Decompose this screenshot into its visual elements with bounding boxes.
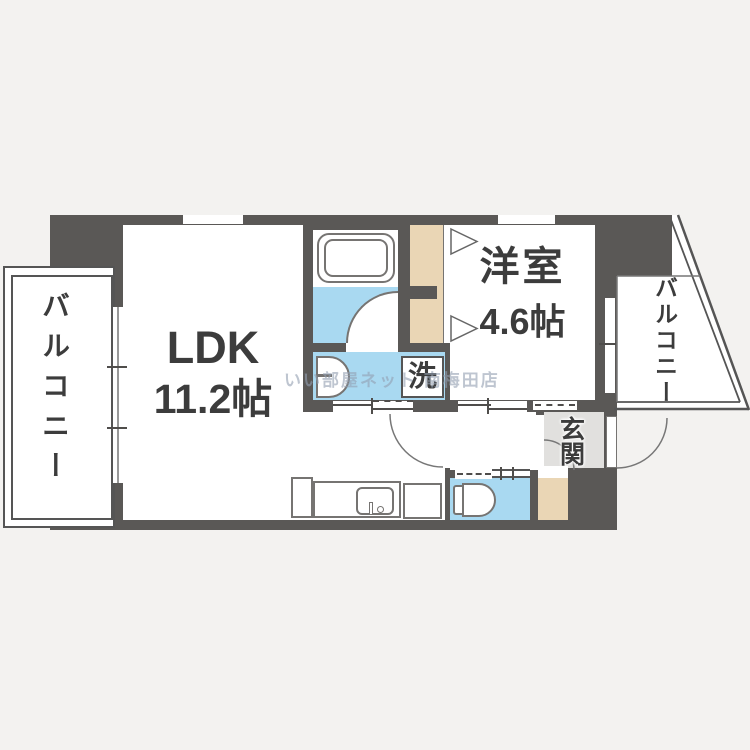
front-door-arc [616, 417, 668, 469]
western-room-size-label: 4.6帖 [479, 301, 566, 342]
western-room-doorway [458, 401, 527, 412]
western-room-right-window [605, 298, 615, 393]
watermark-text: いい部屋ネット 南梅田店 [284, 371, 500, 390]
partition-tick-2 [512, 467, 514, 480]
western-room-top-window [498, 215, 555, 224]
entrance-inner-doorway [536, 415, 544, 470]
closet-divider [400, 286, 437, 299]
washroom-door-dash [373, 400, 413, 402]
ldk-balcony-window-pane-line [117, 307, 119, 483]
washroom-door-tick [371, 398, 373, 414]
western-room-window-tick [599, 343, 621, 345]
hall-door-leaf [441, 412, 451, 468]
washroom-door-panel-1 [333, 404, 373, 406]
balcony-left-label: バルコニー [39, 290, 70, 491]
entrance-label: 玄関 [556, 416, 585, 466]
refrigerator-space [291, 477, 313, 518]
window-tick-2 [107, 427, 127, 429]
kitchen-faucet [369, 502, 373, 515]
wash-basin [316, 356, 350, 398]
hall-toilet-partition [492, 469, 530, 478]
wall-top-right-block [617, 215, 672, 276]
western-room-door-panel-2 [487, 408, 527, 410]
ldk-room [123, 225, 303, 520]
shoe-cabinet [538, 478, 568, 520]
window-tick-1 [107, 366, 127, 368]
wash-basin-faucet [316, 374, 332, 377]
kitchen-sink [356, 487, 394, 515]
laundry-box [401, 356, 444, 398]
hallway [450, 412, 536, 470]
balcony-right-diagonal-inner [670, 219, 741, 403]
western-room-door-tick [487, 398, 489, 414]
kitchen-faucet-knob [377, 506, 384, 513]
washroom-door-panel-2 [371, 408, 413, 410]
toilet-bowl [462, 483, 496, 517]
ldk-label: LDK [166, 321, 260, 373]
kitchen-stove [403, 483, 442, 519]
laundry-label: 洗 [407, 360, 437, 393]
western-room-label: 洋室 [479, 245, 566, 289]
front-doorway [606, 416, 617, 468]
ldk-size-label: 11.2帖 [153, 375, 273, 422]
toilet-door-dash [457, 473, 491, 475]
closet [410, 225, 443, 343]
entrance-top-opening-dash [535, 404, 575, 406]
balcony-left-floor [11, 275, 113, 520]
washroom-doorway [333, 401, 413, 412]
balcony-right-label: バルコニー [651, 276, 678, 406]
closet-door-line [443, 225, 450, 343]
partition-tick-1 [500, 467, 502, 480]
bathroom-doorway [346, 343, 398, 352]
western-room-door-panel-1 [458, 404, 491, 406]
balcony-right-diagonal-outer [676, 214, 750, 411]
ldk-top-window [183, 215, 243, 224]
bathtub-inner [324, 239, 388, 277]
